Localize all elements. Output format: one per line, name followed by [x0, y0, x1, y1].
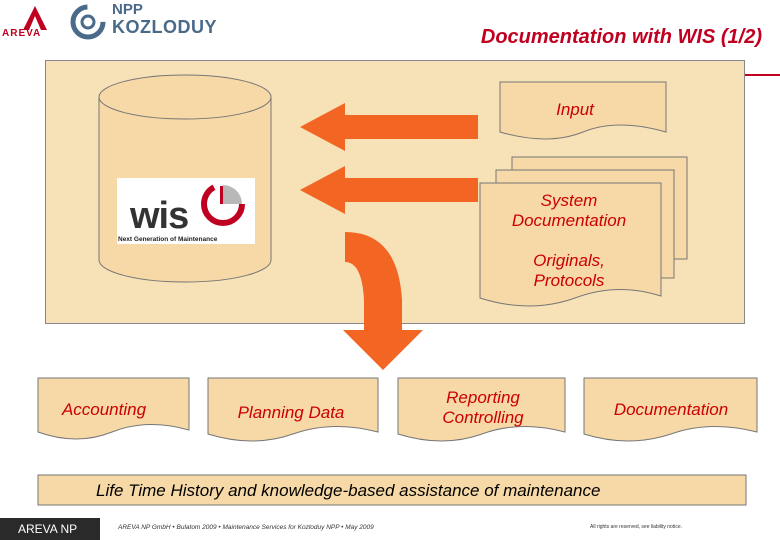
input-label: Input	[556, 100, 594, 119]
banner-box	[37, 474, 747, 506]
system-documentation-label: System Documentation	[511, 191, 627, 230]
areva-logo-icon	[23, 6, 47, 30]
wis-logo-tagline: Next Generation of Maintenance	[118, 236, 218, 243]
npp-logo-line1: NPP	[112, 1, 143, 18]
stacked-documents-shape	[479, 156, 688, 307]
documentation-document-shape	[583, 377, 758, 442]
planning-data-document-shape	[207, 377, 379, 442]
lifetime-history-banner: Life Time History and knowledge-based as…	[96, 481, 601, 500]
accounting-label: Accounting	[61, 400, 147, 419]
documentation-label: Documentation	[613, 400, 729, 419]
planning-data-label: Planning Data	[237, 403, 345, 422]
input-document-shape	[499, 81, 667, 140]
footer-info: AREVA NP GmbH • Bulatom 2009 • Maintenan…	[118, 524, 374, 531]
page-title: Documentation with WIS (1/2)	[480, 26, 762, 48]
npp-kozloduy-logo-icon	[70, 4, 106, 40]
footer	[0, 518, 780, 540]
npp-logo-line2: KOZLODUY	[112, 17, 217, 37]
output-curved-arrow-icon	[343, 232, 423, 370]
wis-logo-text: wis	[130, 195, 189, 237]
reporting-document-shape	[397, 377, 566, 442]
areva-logo-text: AREVA	[2, 28, 42, 39]
reporting-controlling-label: Reporting Controlling	[442, 388, 524, 427]
originals-protocols-label: Originals, Protocols	[533, 251, 605, 290]
footer-brand: AREVA NP	[0, 518, 100, 540]
accounting-document-shape	[37, 377, 190, 440]
wis-logo-icon	[201, 182, 245, 226]
input-arrow-icon	[300, 103, 478, 151]
system-doc-arrow-icon	[300, 166, 478, 214]
footer-rights: All rights are reserved, see liability n…	[590, 524, 682, 530]
